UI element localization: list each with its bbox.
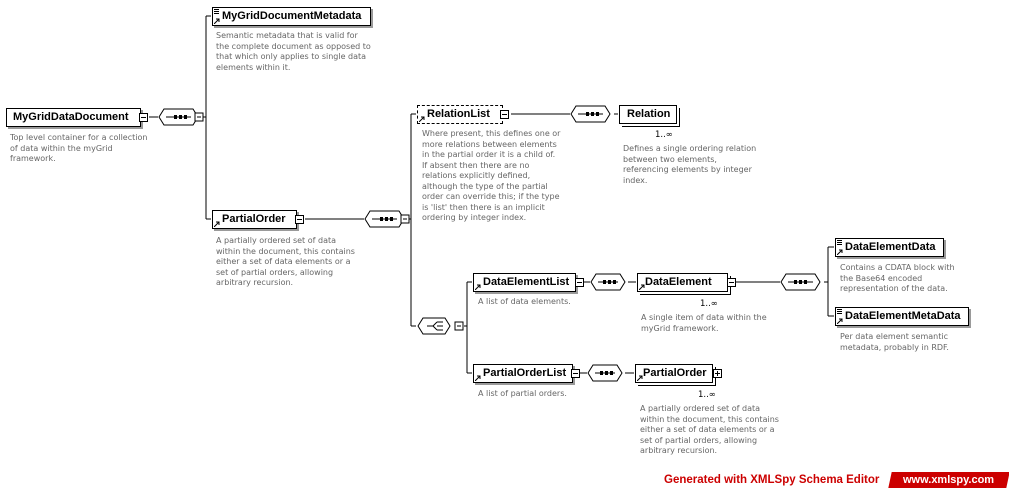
cardinality-label: 1..∞ <box>700 299 718 309</box>
element-name: PartialOrder <box>222 213 286 225</box>
collapse-toggle[interactable] <box>727 278 736 287</box>
cardinality-label: 1..∞ <box>655 130 673 140</box>
element-documentation: A list of data elements. <box>478 297 571 306</box>
element-name: PartialOrderList <box>483 367 567 379</box>
annotation-icon <box>837 309 842 316</box>
element-dataelement[interactable]: DataElement <box>637 273 728 292</box>
cardinality-label: 1..∞ <box>698 390 716 400</box>
reference-arrow-icon <box>214 221 220 227</box>
reference-arrow-icon <box>637 375 643 381</box>
element-mygriddocumentmetadata[interactable]: MyGridDocumentMetadata <box>212 7 371 26</box>
element-name: MyGridDocumentMetadata <box>222 10 362 22</box>
reference-arrow-icon <box>214 18 220 24</box>
reference-arrow-icon <box>419 116 425 122</box>
collapse-toggle[interactable] <box>571 369 580 378</box>
reference-arrow-icon <box>475 375 481 381</box>
element-name: RelationList <box>427 108 490 120</box>
element-name: MyGridDataDocument <box>13 111 129 123</box>
element-relation[interactable]: Relation <box>619 105 677 124</box>
reference-arrow-icon <box>639 284 645 290</box>
element-name: DataElement <box>645 276 712 288</box>
collapse-toggle[interactable] <box>295 215 304 224</box>
expand-toggle[interactable] <box>713 369 722 378</box>
xmlspy-link-text: www.xmlspy.com <box>903 474 995 486</box>
annotation-icon <box>837 240 842 247</box>
element-dataelementmetadata[interactable]: DataElementMetaData <box>835 307 969 326</box>
element-documentation: A list of partial orders. <box>478 389 567 398</box>
choice-compositor <box>417 317 451 335</box>
element-relationlist[interactable]: RelationList <box>417 105 503 124</box>
element-partialorder-ref[interactable]: PartialOrder <box>635 364 713 383</box>
reference-arrow-icon <box>837 249 843 255</box>
annotation-icon <box>214 9 219 16</box>
element-partialorder[interactable]: PartialOrder <box>212 210 297 229</box>
reference-arrow-icon <box>475 284 481 290</box>
element-name: DataElementData <box>845 241 936 253</box>
reference-arrow-icon <box>837 318 843 324</box>
collapse-toggle[interactable] <box>575 278 584 287</box>
generated-with-label: Generated with XMLSpy Schema Editor <box>664 474 880 486</box>
element-name: Relation <box>627 108 671 120</box>
element-name: DataElementMetaData <box>845 310 961 322</box>
element-dataelementlist[interactable]: DataElementList <box>473 273 576 292</box>
element-name: DataElementList <box>483 276 570 288</box>
xmlspy-link-badge[interactable]: www.xmlspy.com <box>888 472 1009 488</box>
element-dataelementdata[interactable]: DataElementData <box>835 238 944 257</box>
element-mygriddatadocument[interactable]: MyGridDataDocument <box>6 108 141 127</box>
element-partialorderlist[interactable]: PartialOrderList <box>473 364 573 383</box>
collapse-toggle[interactable] <box>500 110 509 119</box>
collapse-toggle[interactable] <box>139 113 148 122</box>
element-name: PartialOrder <box>643 367 707 379</box>
